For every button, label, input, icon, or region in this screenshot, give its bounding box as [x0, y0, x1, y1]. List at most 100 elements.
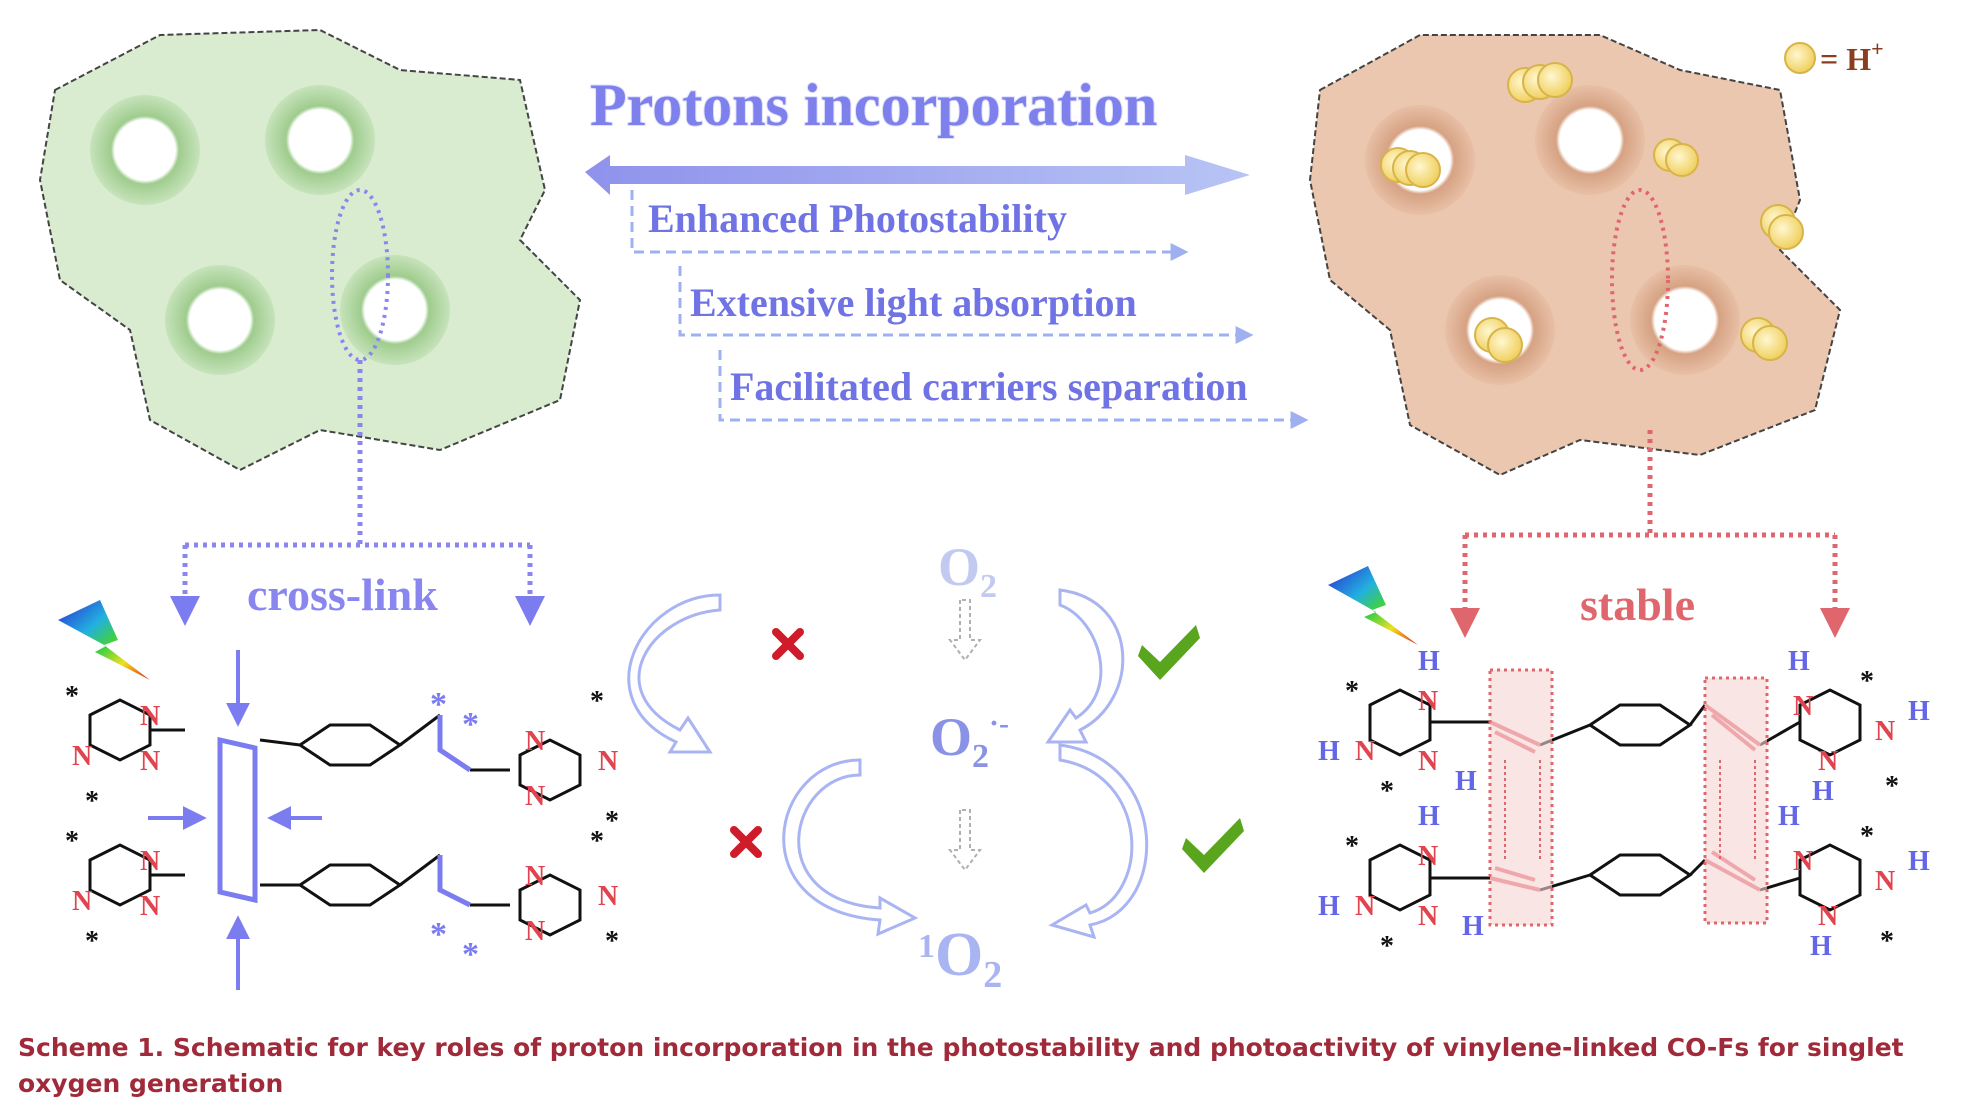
svg-text:N: N	[525, 916, 545, 947]
svg-text:H: H	[1778, 801, 1800, 832]
oxygen-singlet: 1O2	[918, 921, 1002, 996]
green-cof-framework	[38, 28, 582, 472]
pore	[1630, 265, 1740, 375]
svg-text:H: H	[1908, 846, 1930, 877]
left-atom-labels: N N N N N N N N N N N N * * * * * * * * …	[65, 681, 619, 973]
benefit-light-absorption: Extensive light absorption	[690, 280, 1137, 325]
protonated-cof-framework	[1308, 34, 1842, 477]
svg-text:N: N	[1793, 846, 1813, 877]
svg-text:H: H	[1462, 911, 1484, 942]
svg-text:*: *	[1885, 771, 1899, 802]
svg-text:N: N	[1818, 746, 1838, 777]
proton-legend: = H+	[1784, 36, 1884, 77]
ros-dashed-arrows	[948, 599, 982, 872]
svg-text:H: H	[1318, 891, 1340, 922]
svg-text:*: *	[1880, 926, 1894, 957]
svg-text:N: N	[140, 701, 160, 732]
svg-text:*: *	[85, 926, 99, 957]
svg-text:N: N	[72, 886, 92, 917]
svg-text:*: *	[1345, 831, 1359, 862]
scheme-diagram: = H+ Protons incorporation Enhanced Phot…	[38, 28, 1930, 996]
pore	[165, 265, 275, 375]
svg-text:H: H	[1788, 646, 1810, 677]
left-connector	[170, 360, 545, 626]
benefit-photostability: Enhanced Photostability	[648, 196, 1067, 241]
svg-text:*: *	[430, 916, 447, 953]
left-crosslink-bond	[148, 650, 472, 990]
right-atom-labels: N N N N N N N N N N N N H H H H H H H H …	[1318, 646, 1930, 962]
proton-icon	[1784, 42, 1816, 74]
svg-text:H: H	[1318, 736, 1340, 767]
svg-text:N: N	[1875, 866, 1895, 897]
proton-cluster	[1380, 62, 1804, 363]
svg-text:N: N	[598, 881, 618, 912]
svg-text:H: H	[1418, 801, 1440, 832]
svg-text:*: *	[605, 926, 619, 957]
svg-text:N: N	[1355, 736, 1375, 767]
svg-text:*: *	[462, 936, 479, 973]
svg-text:N: N	[525, 781, 545, 812]
right-panel-label: stable	[1580, 579, 1695, 630]
figure-caption: Scheme 1. Schematic for key roles of pro…	[18, 1033, 1904, 1098]
svg-text:*: *	[1345, 676, 1359, 707]
svg-text:*: *	[590, 826, 604, 857]
oxygen-superoxide: O2·-	[930, 707, 1009, 775]
svg-text:= H+: = H+	[1820, 36, 1884, 77]
right-molecule	[1368, 688, 1862, 912]
cross-icon	[772, 628, 804, 660]
benefit-arrows	[630, 190, 1309, 429]
svg-text:N: N	[140, 746, 160, 777]
svg-text:*: *	[1380, 776, 1394, 807]
check-icon	[1138, 625, 1200, 680]
svg-text:N: N	[1418, 686, 1438, 717]
left-panel-label: cross-link	[247, 569, 438, 620]
light-bolt-icon	[58, 600, 150, 680]
svg-text:N: N	[525, 726, 545, 757]
svg-text:*: *	[1860, 821, 1874, 852]
benefit-carrier-separation: Facilitated carriers separation	[730, 364, 1248, 409]
left-molecule	[88, 698, 582, 937]
svg-text:*: *	[1380, 931, 1394, 962]
check-icon	[1182, 818, 1244, 873]
svg-text:N: N	[140, 891, 160, 922]
oxygen-o2: O2	[938, 537, 997, 605]
pore	[1535, 85, 1645, 195]
proton-legend-text: = H	[1820, 41, 1871, 77]
cross-icon	[730, 826, 762, 858]
svg-text:H: H	[1455, 766, 1477, 797]
pore	[265, 85, 375, 195]
light-bolt-icon	[1328, 566, 1418, 645]
svg-text:H: H	[1418, 646, 1440, 677]
svg-text:N: N	[1418, 901, 1438, 932]
pore	[340, 255, 450, 365]
pore	[90, 95, 200, 205]
svg-text:*: *	[462, 706, 479, 743]
svg-text:N: N	[1875, 716, 1895, 747]
svg-text:*: *	[1860, 666, 1874, 697]
svg-text:N: N	[598, 746, 618, 777]
svg-text:H: H	[1810, 931, 1832, 962]
no-crosslink-marks	[1504, 760, 1756, 860]
stable-boxes	[1488, 668, 1769, 927]
right-connector	[1450, 430, 1850, 638]
svg-text:*: *	[65, 826, 79, 857]
svg-text:N: N	[525, 861, 545, 892]
svg-text:*: *	[65, 681, 79, 712]
proton-legend-sup: +	[1871, 36, 1884, 61]
svg-text:*: *	[430, 686, 447, 723]
svg-text:H: H	[1908, 696, 1930, 727]
linkage-highlight	[1610, 188, 1670, 372]
svg-text:*: *	[590, 686, 604, 717]
ros-cycle	[627, 588, 1149, 940]
scheme-title: Protons incorporation	[590, 72, 1157, 138]
double-arrow	[585, 155, 1250, 195]
svg-text:*: *	[605, 806, 619, 837]
svg-text:N: N	[140, 846, 160, 877]
svg-text:*: *	[85, 786, 99, 817]
svg-text:H: H	[1812, 776, 1834, 807]
linkage-highlight	[330, 188, 390, 362]
svg-text:N: N	[72, 741, 92, 772]
svg-text:N: N	[1793, 691, 1813, 722]
svg-text:N: N	[1418, 841, 1438, 872]
svg-text:N: N	[1818, 901, 1838, 932]
